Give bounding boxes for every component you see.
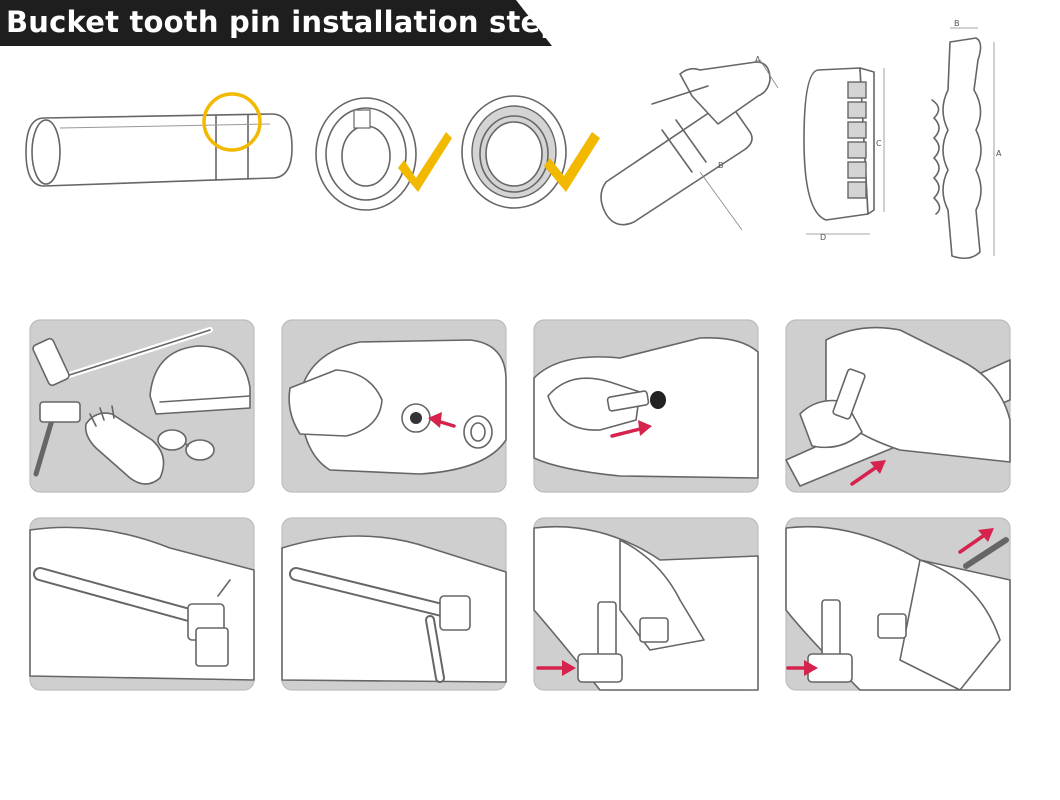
step-panel-7: [533, 517, 759, 691]
dimension-label-b: B: [718, 161, 724, 170]
goggles-icon: [157, 429, 215, 461]
retainer-ring-1-figure: [315, 97, 452, 211]
direction-arrow-icon: [958, 528, 994, 554]
small-hammer-icon: [33, 401, 81, 477]
gloves-icon: [84, 405, 165, 485]
dimension-label-b-2: B: [954, 19, 960, 28]
step-panel-6: [281, 517, 507, 691]
step-panel-8: [785, 517, 1011, 691]
pin-with-groove-figure: [25, 92, 293, 187]
lock-block-dimension-figure: C D: [803, 67, 885, 242]
direction-arrow-icon: [428, 412, 456, 428]
helmet-icon: [149, 345, 251, 415]
step-panel-4: [785, 319, 1011, 493]
retainer-ring-2-figure: [461, 95, 600, 209]
dimension-label-a-2: A: [996, 149, 1002, 158]
direction-arrow-icon: [786, 660, 818, 676]
direction-arrow-icon: [610, 420, 652, 438]
checkmark-icon: [398, 132, 452, 192]
dimension-label-c: C: [876, 139, 882, 148]
groove-highlight: [202, 92, 262, 152]
direction-arrow-icon: [536, 660, 576, 676]
dimension-label-a: A: [755, 55, 761, 64]
title-banner: [0, 0, 552, 46]
hammer-icon: [32, 327, 213, 387]
direction-arrow-icon: [850, 460, 886, 486]
step-panel-1: [29, 319, 255, 493]
page-title: Bucket tooth pin installation steps: [6, 5, 579, 39]
step-panel-5: [29, 517, 255, 691]
checkmark-icon: [544, 132, 600, 192]
dimension-label-d: D: [820, 233, 826, 242]
step-panel-3: [533, 319, 759, 493]
tooth-profile-dimension-figure: B A: [931, 19, 1002, 260]
pin-dimension-figure: A B: [600, 55, 779, 231]
step-panel-2: [281, 319, 507, 493]
